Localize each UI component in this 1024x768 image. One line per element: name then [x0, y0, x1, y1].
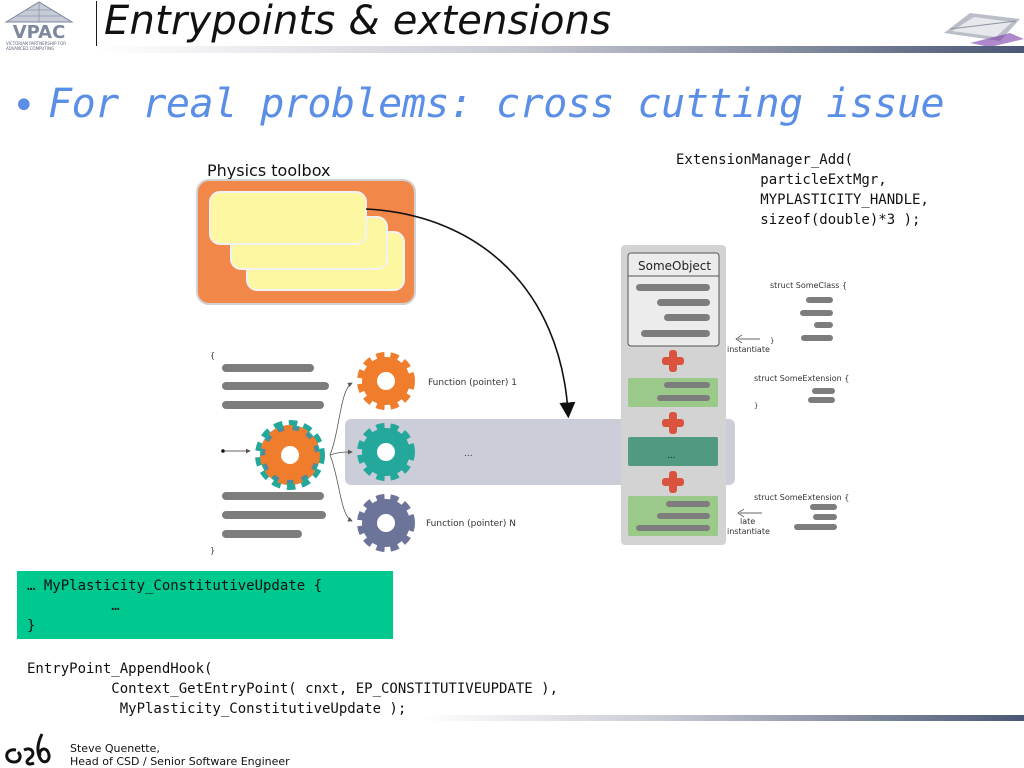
plus-icon [662, 412, 684, 434]
gear-slate-icon [357, 494, 415, 552]
footer-gradient-bar [420, 715, 1024, 721]
header-gradient-bar [96, 46, 1024, 53]
gear-orange-icon [357, 352, 415, 410]
plus-icon [662, 350, 684, 372]
code-line [222, 530, 302, 538]
struct-some-extension-2-label: struct SomeExtension { [754, 493, 849, 502]
struct-some-class-label: struct SomeClass { [770, 281, 847, 290]
instantiate-arrow [735, 334, 760, 344]
struct-some-extension-1-close: } [754, 402, 758, 410]
row-ellipsis-left: ... [464, 449, 473, 459]
late-instantiate-label: instantiate [727, 527, 770, 536]
instantiate-label: instantiate [727, 345, 770, 354]
code-line [222, 492, 324, 500]
physics-toolbox-label: Physics toolbox [207, 161, 330, 180]
function-pointer-1-label: Function (pointer) 1 [428, 378, 517, 388]
late-instantiate-arrow [737, 508, 762, 518]
connector-to-gear-n [329, 454, 353, 522]
object-field [636, 284, 710, 291]
footer-author: Steve Quenette, Head of CSD / Senior Sof… [70, 742, 290, 768]
toolbox-card-1 [209, 191, 367, 245]
extension-manager-code: ExtensionManager_Add( particleExtMgr, MY… [676, 152, 929, 228]
struct-some-extension-1-label: struct SomeExtension { [754, 374, 849, 383]
left-close-brace: } [210, 546, 215, 555]
vpac-logo-subtitle-1: VICTORIAN PARTNERSHIP FOR [6, 41, 66, 46]
csd-logo [5, 733, 51, 766]
vpac-logo-subtitle-2: ADVANCED COMPUTING [6, 46, 54, 51]
vpac-logo: VPAC VICTORIAN PARTNERSHIP FOR ADVANCED … [4, 1, 74, 51]
object-field [657, 299, 710, 306]
author-name: Steve Quenette, [70, 742, 160, 755]
toolbox-arrow [365, 208, 576, 419]
code-line [222, 364, 314, 372]
object-field [664, 314, 710, 321]
code-line [222, 401, 324, 409]
bullet-marker: • [12, 83, 36, 129]
struct-some-class-close: } [770, 337, 774, 345]
author-role: Head of CSD / Senior Software Engineer [70, 755, 290, 768]
some-object-label: SomeObject [638, 259, 711, 273]
entry-point-code: EntryPoint_AppendHook( Context_GetEntryP… [27, 661, 559, 717]
connector-to-gear-1 [329, 382, 353, 456]
composite-gear-icon [255, 420, 325, 490]
header-decorative-image [944, 13, 1024, 47]
connector-to-gear-2 [329, 449, 353, 456]
object-field [641, 330, 710, 337]
constitutive-update-code: … MyPlasticity_ConstitutiveUpdate { … } [27, 578, 323, 634]
code-line [222, 382, 329, 390]
title-divider [96, 1, 97, 47]
late-label: late [740, 517, 755, 526]
left-open-brace: { [210, 351, 215, 360]
slide-title: Entrypoints & extensions [104, 0, 612, 44]
function-pointer-n-label: Function (pointer) N [426, 519, 516, 529]
constitutive-update-code-box [17, 571, 393, 639]
bullet-text: For real problems: cross cutting issue [48, 81, 945, 127]
entry-dot [221, 449, 225, 453]
vpac-logo-text: VPAC [13, 22, 66, 43]
plus-icon [662, 471, 684, 493]
row-ellipsis-right: ... [667, 451, 676, 461]
code-line [222, 511, 326, 519]
gear-teal-icon [357, 423, 415, 481]
extension-block-middle [628, 437, 718, 466]
